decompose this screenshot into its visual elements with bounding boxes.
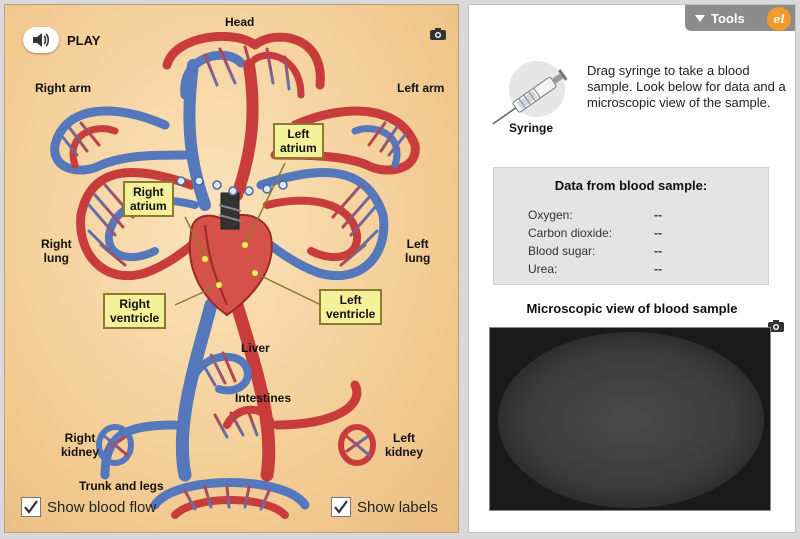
show-labels-checkbox[interactable]: Show labels [331, 497, 438, 517]
left-lung-capillary-bed [252, 168, 389, 281]
organ-label-head: Head [225, 15, 255, 29]
blood-data-value: -- [654, 208, 662, 222]
callout-leaders [174, 162, 322, 306]
show-blood-flow-label: Show blood flow [47, 498, 157, 516]
checkmark-icon [21, 497, 41, 517]
blood-data-value: -- [654, 244, 662, 258]
vessel-valves [176, 176, 288, 196]
microscope-field [498, 332, 764, 508]
microscope-view [489, 327, 771, 511]
blood-data-row-urea: Urea: -- [528, 262, 748, 276]
blood-data-row-oxygen: Oxygen: -- [528, 208, 748, 222]
callout-dots [202, 242, 258, 288]
organ-label-left-lung: Left lung [405, 237, 431, 265]
blood-data-value: -- [654, 262, 662, 276]
checkmark-icon [331, 497, 351, 517]
right-arm-capillary-bed [50, 106, 190, 175]
organ-label-left-kidney: Left kidney [385, 431, 424, 459]
organ-label-liver: Liver [241, 341, 270, 355]
syringe-label: Syringe [509, 121, 554, 135]
organ-label-intestines: Intestines [235, 391, 292, 405]
speaker-icon [23, 27, 59, 53]
circulatory-system-diagram [50, 31, 420, 519]
liver-capillary-bed [191, 351, 252, 395]
left-arm-capillary-bed [270, 106, 420, 175]
left-kidney-capillary-bed [338, 424, 376, 466]
microscope-title: Microscopic view of blood sample [526, 301, 738, 316]
callout-right-ventricle: Right ventricle [103, 293, 167, 329]
organ-label-left-arm: Left arm [397, 81, 445, 95]
organ-label-right-arm: Right arm [35, 81, 92, 95]
explorelearning-logo: el [767, 7, 791, 31]
syringe-icon [492, 61, 568, 125]
syringe-instructions: Drag syringe to take a blood sample. Loo… [587, 63, 786, 110]
trunk-legs-capillary-bed [150, 478, 310, 519]
tools-menu-button[interactable]: Tools el [685, 5, 795, 31]
triangle-down-icon [695, 14, 705, 22]
right-kidney-capillary-bed [96, 424, 134, 466]
syringe-tool[interactable] [481, 53, 581, 143]
blood-sample-data-box: Data from blood sample: Oxygen: -- Carbo… [493, 167, 769, 285]
organ-label-trunk-legs: Trunk and legs [79, 479, 164, 493]
tools-label: Tools [711, 10, 745, 26]
main-vessels [100, 59, 362, 482]
heart [188, 192, 273, 317]
blood-data-label: Oxygen: [528, 208, 573, 222]
blood-data-value: -- [654, 226, 662, 240]
data-panel: Tools el Syringe Drag syringe [468, 4, 796, 533]
play-label: PLAY [67, 32, 101, 48]
blood-data-label: Blood sugar: [528, 244, 596, 258]
camera-icon[interactable] [427, 25, 449, 43]
blood-data-row-carbon-dioxide: Carbon dioxide: -- [528, 226, 748, 240]
callout-right-atrium: Right atrium [123, 181, 174, 217]
circulatory-sim-panel: PLAY Head Right arm Left arm Right lung … [4, 4, 459, 533]
callout-left-ventricle: Left ventricle [319, 289, 383, 325]
organ-label-right-lung: Right lung [41, 237, 72, 265]
blood-data-title: Data from blood sample: [554, 178, 708, 193]
callout-left-atrium: Left atrium [273, 123, 324, 159]
blood-data-row-blood-sugar: Blood sugar: -- [528, 244, 748, 258]
play-audio-button[interactable]: PLAY [23, 27, 100, 53]
intestines-capillary-bed [213, 405, 275, 439]
show-labels-label: Show labels [357, 498, 438, 516]
camera-icon[interactable] [765, 317, 787, 335]
show-blood-flow-checkbox[interactable]: Show blood flow [21, 497, 156, 517]
blood-data-label: Urea: [528, 262, 558, 276]
organ-label-right-kidney: Right kidney [61, 431, 100, 459]
blood-data-label: Carbon dioxide: [528, 226, 613, 240]
